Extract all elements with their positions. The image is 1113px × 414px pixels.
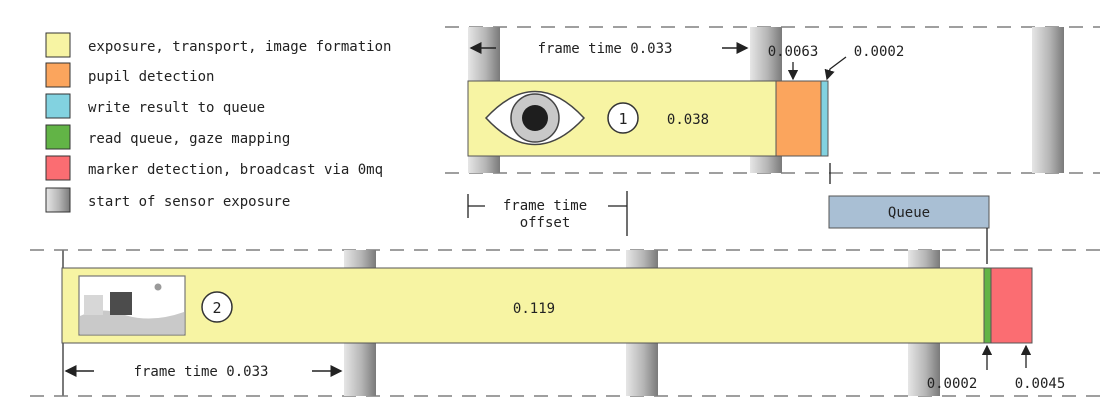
eye-write-bar (820, 80, 829, 157)
legend-label-marker: marker detection, broadcast via 0mq (88, 162, 383, 178)
queue-box (828, 195, 990, 229)
eye-badge-circle (607, 102, 639, 134)
queue: Queue (828, 195, 990, 264)
world-track: 2 0.119 frame time 0.033 0.0002 0.0045 (30, 249, 1100, 397)
scene-image-icon (78, 275, 186, 336)
world-read-value: 0.0002 (927, 376, 978, 392)
eye-pupil-bar (775, 80, 822, 157)
offset-label-line2: offset (520, 215, 571, 231)
world-marker-value: 0.0045 (1015, 376, 1066, 392)
legend-item-marker: marker detection, broadcast via 0mq (45, 155, 383, 181)
legend-label-write: write result to queue (88, 100, 265, 116)
world-frame-time-label: frame time 0.033 (134, 364, 269, 380)
eye-track: 1 0.038 frame time 0.033 0.0063 0.0002 (445, 26, 1100, 184)
eye-write-value: 0.0002 (854, 44, 905, 60)
offset-label-line1: frame time (503, 198, 587, 214)
legend-label-pupil: pupil detection (88, 69, 214, 85)
queue-label: Queue (888, 205, 930, 221)
eye-pupil-value: 0.0063 (768, 44, 819, 60)
world-marker-bar (990, 267, 1033, 344)
world-badge: 2 (212, 299, 221, 317)
world-read-bar (983, 267, 992, 344)
legend-item-pupil: pupil detection (45, 62, 214, 88)
legend-swatch-sensor (45, 187, 71, 213)
eye-write-arrow (824, 56, 847, 81)
world-badge-circle (201, 291, 233, 323)
legend-item-sensor: start of sensor exposure (45, 187, 290, 213)
legend-label-read: read queue, gaze mapping (88, 131, 290, 147)
eye-frame-time-label: frame time 0.033 (538, 41, 673, 57)
eye-sensor-start-3 (1032, 27, 1064, 173)
frame-time-offset: frame time offset (467, 191, 628, 236)
legend-item-exposure: exposure, transport, image formation (45, 32, 391, 58)
legend-item-write: write result to queue (45, 93, 265, 119)
legend-swatch-read (45, 124, 71, 150)
world-exposure-value: 0.119 (513, 301, 555, 317)
legend-swatch-exposure (45, 32, 71, 58)
eye-exposure-value: 0.038 (667, 112, 709, 128)
legend-label-exposure: exposure, transport, image formation (88, 39, 391, 55)
legend-label-sensor: start of sensor exposure (88, 194, 290, 210)
legend-swatch-write (45, 93, 71, 119)
legend-item-read: read queue, gaze mapping (45, 124, 290, 150)
legend-swatch-pupil (45, 62, 71, 88)
eye-icon (484, 90, 586, 146)
eye-badge: 1 (618, 110, 627, 128)
legend-swatch-marker (45, 155, 71, 181)
legend: exposure, transport, image formation pup… (45, 32, 391, 213)
